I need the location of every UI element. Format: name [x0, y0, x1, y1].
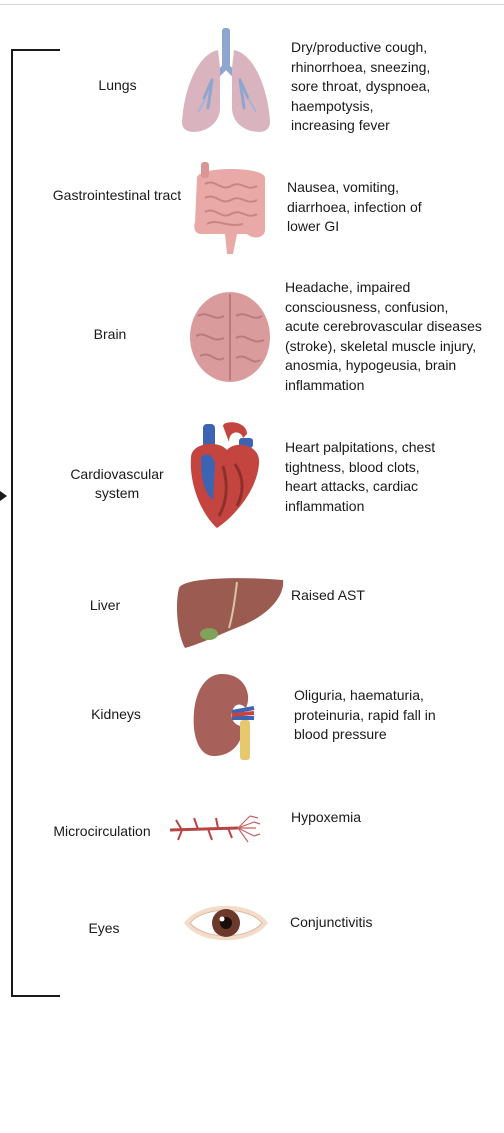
symptom-line: heart attacks, cardiac [285, 478, 419, 494]
symptom-line: Conjunctivitis [290, 914, 373, 930]
symptoms-gi-tract: Nausea, vomiting, diarrhoea, infection o… [287, 178, 422, 237]
bracket-top-tick [11, 49, 60, 51]
symptoms-kidneys: Oliguria, haematuria, proteinuria, rapid… [294, 686, 436, 745]
symptoms-eyes: Conjunctivitis [290, 913, 372, 933]
symptom-line: diarrhoea, infection of [287, 198, 422, 215]
symptoms-lungs: Dry/productive cough, rhinorrhoea, sneez… [291, 38, 430, 136]
blood-vessel-icon [168, 810, 264, 848]
symptoms-cardiovascular: Heart palpitations, chest tightness, blo… [285, 438, 435, 516]
intestine-icon [187, 158, 275, 260]
symptom-line: haempotysis, [291, 97, 374, 114]
symptom-line: increasing fever [291, 117, 390, 133]
symptom-line: Nausea, vomiting, [287, 179, 400, 195]
organ-label-cardiovascular: Cardiovascular system [70, 466, 164, 501]
symptom-line: acute cerebrovascular diseases [285, 318, 482, 334]
symptom-line: tightness, blood clots, [285, 458, 420, 475]
symptom-line: inflammation [285, 497, 365, 514]
symptom-line: Heart palpitations, chest [285, 439, 436, 455]
symptom-line: blood pressure [294, 726, 387, 742]
eye-icon [182, 898, 270, 948]
symptom-line: lower GI [287, 218, 340, 234]
symptom-line: (stroke), skeletal muscle injury, [285, 337, 477, 354]
organ-label-brain: Brain [93, 326, 127, 342]
liver-icon [175, 574, 287, 650]
organ-label-lungs: Lungs [98, 77, 137, 93]
organ-label-kidneys: Kidneys [91, 706, 141, 722]
kidney-icon [192, 672, 262, 762]
organ-label-eyes: Eyes [88, 920, 120, 936]
symptoms-liver: Raised AST [291, 586, 365, 606]
top-divider [0, 4, 504, 5]
symptom-line: proteinuria, rapid fall in [294, 706, 436, 723]
symptom-line: Headache, impaired [285, 279, 411, 295]
bracket-bottom-tick [11, 995, 60, 997]
organ-label-microcirculation: Microcirculation [53, 823, 151, 839]
symptom-line: consciousness, confusion, [285, 298, 449, 315]
brain-icon [188, 290, 272, 384]
symptom-line: anosmia, hypogeusia, brain [285, 357, 457, 373]
symptom-line: sore throat, dyspnoea, [291, 78, 431, 94]
symptom-line: Dry/productive cough, [291, 39, 428, 55]
symptoms-brain: Headache, impaired consciousness, confus… [285, 278, 482, 395]
symptom-line: rhinorrhoea, sneezing, [291, 58, 431, 75]
bracket-vertical-line [11, 49, 13, 997]
symptom-line: Oliguria, haematuria, [294, 687, 424, 703]
symptom-line: Raised AST [291, 587, 365, 603]
lungs-icon [178, 28, 274, 136]
organ-label-gi-tract: Gastrointestinal tract [52, 187, 182, 203]
arrow-right-icon [0, 491, 7, 501]
symptoms-microcirculation: Hypoxemia [291, 808, 361, 828]
symptom-line: inflammation [285, 376, 365, 393]
heart-icon [183, 420, 265, 532]
symptom-line: Hypoxemia [291, 809, 362, 825]
organ-label-liver: Liver [89, 597, 121, 613]
